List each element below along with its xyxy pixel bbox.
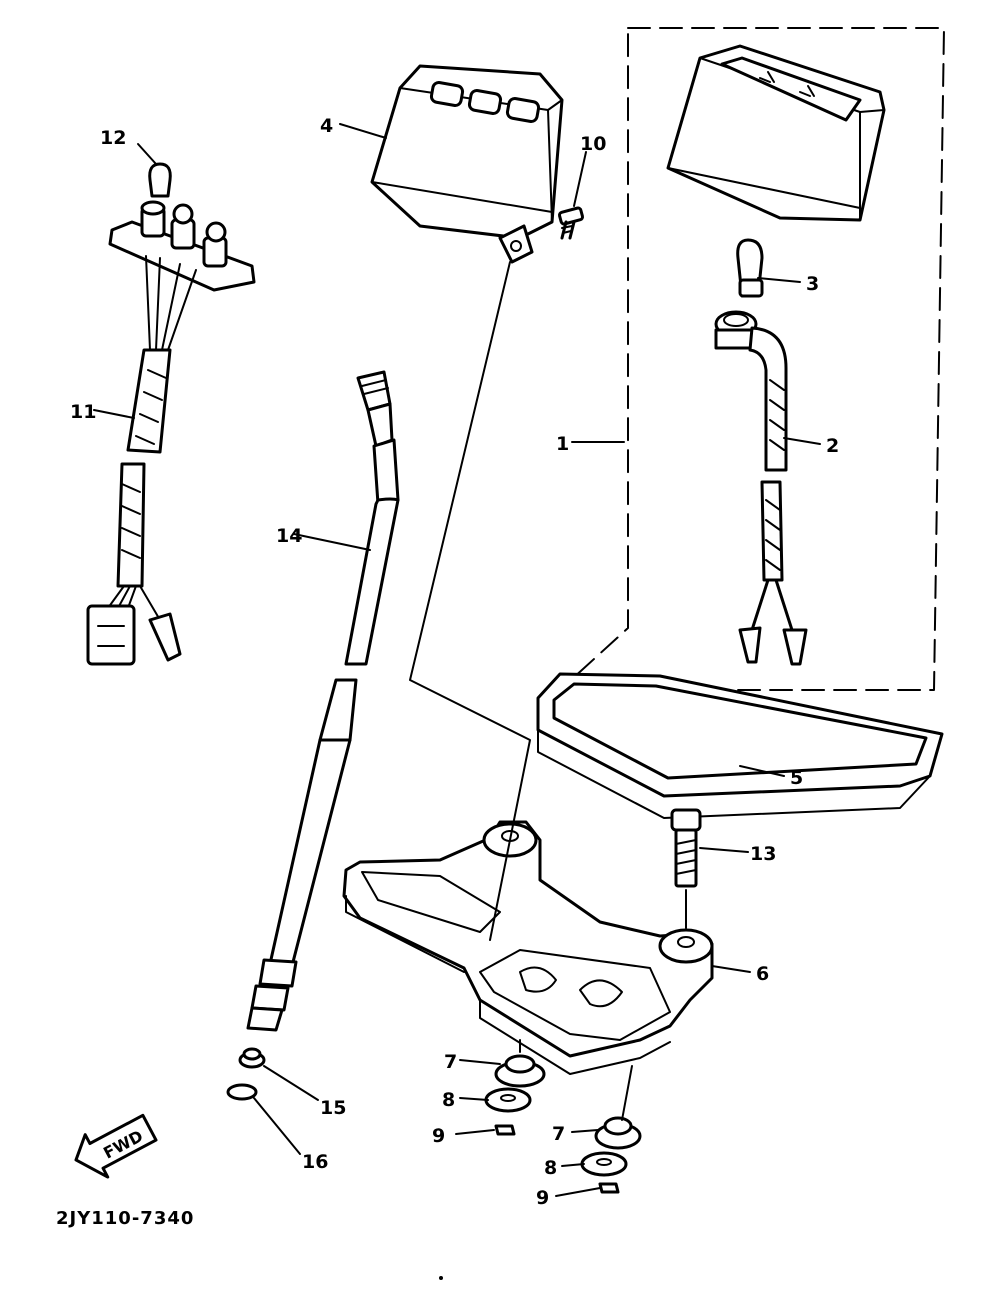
screw-part <box>557 206 585 240</box>
gasket-part <box>536 672 944 819</box>
callout-14: 14 <box>276 525 302 547</box>
meter-bracket-part <box>342 820 714 1075</box>
callout-9-right: 9 <box>536 1187 549 1209</box>
indicator-harness-part <box>86 200 256 666</box>
speedometer-cable-part <box>246 370 400 1032</box>
bolt-part <box>670 808 702 888</box>
callout-7-left: 7 <box>444 1051 457 1073</box>
callout-3: 3 <box>806 273 819 295</box>
assembly-guide-lines <box>409 261 687 1280</box>
callout-15: 15 <box>320 1097 346 1119</box>
callout-16: 16 <box>302 1151 328 1173</box>
nut-part-right <box>598 1182 620 1194</box>
bulb-part-12 <box>148 162 172 198</box>
callout-10: 10 <box>580 133 606 155</box>
grommet-part-right <box>594 1116 642 1150</box>
callout-2: 2 <box>826 435 839 457</box>
nut-part-left <box>494 1124 516 1136</box>
callout-9-left: 9 <box>432 1125 445 1147</box>
socket-wire-part-2 <box>714 310 808 666</box>
forward-arrow-icon: FWD <box>74 1113 158 1179</box>
callout-13: 13 <box>750 843 776 865</box>
washer-part-left <box>484 1087 532 1113</box>
callout-8-left: 8 <box>442 1089 455 1111</box>
washer-part-right <box>580 1151 628 1177</box>
meter-case-part <box>370 64 564 264</box>
callout-6: 6 <box>756 963 769 985</box>
callout-11: 11 <box>70 401 96 423</box>
bulb-part-3 <box>736 238 764 298</box>
callout-7-right: 7 <box>552 1123 565 1145</box>
callout-1: 1 <box>556 433 569 455</box>
clip-part <box>238 1047 266 1069</box>
callout-8-right: 8 <box>544 1157 557 1179</box>
callout-4: 4 <box>320 115 333 137</box>
callout-12: 12 <box>100 127 126 149</box>
grommet-part-left <box>494 1054 546 1088</box>
callout-leaders <box>93 123 821 1197</box>
callout-5: 5 <box>790 767 803 789</box>
assembly-group-box <box>559 27 945 691</box>
meter-assembly-part <box>666 44 886 222</box>
diagram-code: 2JY110-7340 <box>56 1208 194 1229</box>
o-ring-part <box>226 1083 258 1101</box>
callout-numbers: 1 2 3 4 5 6 7 7 8 8 9 9 10 11 12 13 14 1… <box>70 115 839 1209</box>
